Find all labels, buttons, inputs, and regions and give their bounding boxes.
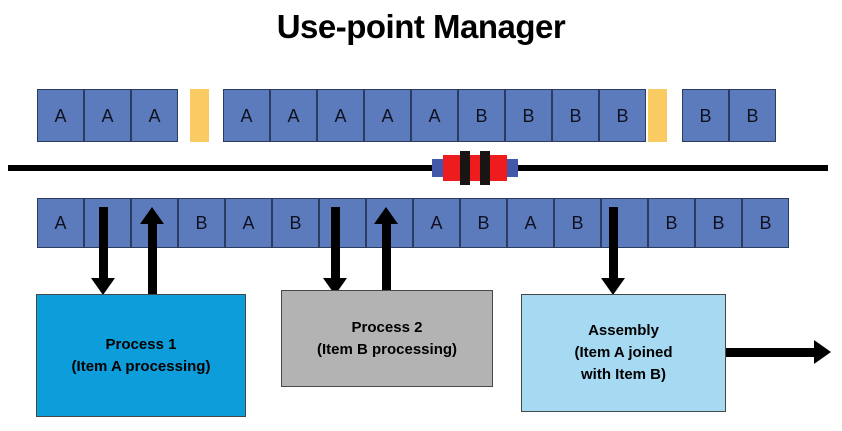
conveyor-cell-label: B xyxy=(522,105,535,126)
arrow-to-process-1-shaft xyxy=(99,207,108,278)
conveyor-cell-label: B xyxy=(665,213,678,233)
conveyor-cell[interactable]: B xyxy=(272,198,319,248)
arrow-to-assembly-shaft xyxy=(609,207,618,278)
arrow-assembly-output-shaft xyxy=(716,348,814,357)
conveyor-cell[interactable]: A xyxy=(131,89,178,142)
conveyor-cell-label: A xyxy=(240,105,253,126)
conveyor-cell[interactable]: A xyxy=(411,89,458,142)
conveyor-cell-label: A xyxy=(334,105,347,126)
conveyor-cell-label: B xyxy=(477,213,490,233)
conveyor-cell[interactable]: A xyxy=(37,198,84,248)
process-2-box[interactable]: Process 2 (Item B processing) xyxy=(281,290,493,387)
conveyor-cell-label: A xyxy=(242,213,255,233)
conveyor-cell-label: B xyxy=(475,105,488,126)
conveyor-cell[interactable]: A xyxy=(225,198,272,248)
process-1-box[interactable]: Process 1 (Item A processing) xyxy=(36,294,246,417)
conveyor-cell-label: B xyxy=(746,105,759,126)
use-point-marker[interactable] xyxy=(432,151,518,185)
conveyor-cell-label: B xyxy=(699,105,712,126)
conveyor-cell[interactable]: B xyxy=(729,89,776,142)
process-2-box-line: (Item B processing) xyxy=(316,340,458,358)
conveyor-gap-marker[interactable] xyxy=(648,89,667,142)
conveyor-cell[interactable]: A xyxy=(413,198,460,248)
conveyor-cell[interactable]: A xyxy=(317,89,364,142)
arrow-to-process-1-head xyxy=(91,278,115,295)
conveyor-cell[interactable]: A xyxy=(223,89,270,142)
conveyor-cell[interactable]: A xyxy=(507,198,554,248)
assembly-box-line: with Item B) xyxy=(581,365,666,383)
assembly-box[interactable]: Assembly (Item A joined with Item B) xyxy=(521,294,726,412)
conveyor-cell-label: A xyxy=(54,213,67,233)
conveyor-cell[interactable] xyxy=(601,198,648,248)
conveyor-cell[interactable]: B xyxy=(505,89,552,142)
conveyor-cell-label: A xyxy=(430,213,443,233)
process-1-box-line: Process 1 xyxy=(105,335,177,353)
arrow-from-process-1-head xyxy=(140,207,164,224)
arrow-to-process-2-shaft xyxy=(331,207,340,278)
arrow-to-assembly-head xyxy=(601,278,625,295)
conveyor-gap-marker[interactable] xyxy=(190,89,209,142)
assembly-box-line: (Item A joined xyxy=(574,344,673,362)
conveyor-cell[interactable]: A xyxy=(37,89,84,142)
conveyor-cell[interactable]: B xyxy=(460,198,507,248)
conveyor-cell-label: B xyxy=(569,105,582,126)
page-title: Use-point Manager xyxy=(276,8,566,45)
arrow-from-process-2-head xyxy=(374,207,398,224)
assembly-box-line: Assembly xyxy=(588,322,659,340)
conveyor-cell-label: A xyxy=(101,105,114,126)
arrow-assembly-output-head xyxy=(814,340,831,364)
conveyor-cell[interactable]: B xyxy=(695,198,742,248)
conveyor-cell[interactable]: A xyxy=(364,89,411,142)
conveyor-cell[interactable]: B xyxy=(648,198,695,248)
marker-black-bar-1 xyxy=(460,151,470,185)
conveyor-cell-label: A xyxy=(54,105,67,126)
conveyor-cell[interactable]: A xyxy=(270,89,317,142)
process-1-box-line: (Item A processing) xyxy=(71,357,211,375)
conveyor-cell[interactable] xyxy=(319,198,366,248)
conveyor-cell-label: B xyxy=(571,213,584,233)
process-2-box-line: Process 2 xyxy=(351,318,423,336)
conveyor-cell-label: A xyxy=(287,105,300,126)
conveyor-cell[interactable]: B xyxy=(554,198,601,248)
marker-black-bar-2 xyxy=(480,151,490,185)
conveyor-cell[interactable]: B xyxy=(458,89,505,142)
conveyor-cell[interactable]: B xyxy=(178,198,225,248)
arrow-from-process-1-shaft xyxy=(148,224,157,302)
arrow-from-process-2-shaft xyxy=(382,224,391,302)
conveyor-cell-label: B xyxy=(712,213,725,233)
conveyor-cell-label: B xyxy=(195,213,208,233)
conveyor-cell-label: B xyxy=(289,213,302,233)
conveyor-cell[interactable]: B xyxy=(742,198,789,248)
conveyor-cell[interactable]: B xyxy=(682,89,729,142)
conveyor-cell-label: B xyxy=(759,213,772,233)
conveyor-cell[interactable]: B xyxy=(552,89,599,142)
conveyor-divider-line xyxy=(8,165,828,171)
conveyor-cell[interactable]: B xyxy=(599,89,646,142)
conveyor-cell-label: B xyxy=(616,105,629,126)
conveyor-cell-label: A xyxy=(148,105,161,126)
conveyor-cell-label: A xyxy=(428,105,441,126)
conveyor-cell[interactable]: A xyxy=(84,89,131,142)
conveyor-cell-label: A xyxy=(381,105,394,126)
conveyor-cell-label: A xyxy=(524,213,537,233)
marker-red-body xyxy=(443,155,507,181)
